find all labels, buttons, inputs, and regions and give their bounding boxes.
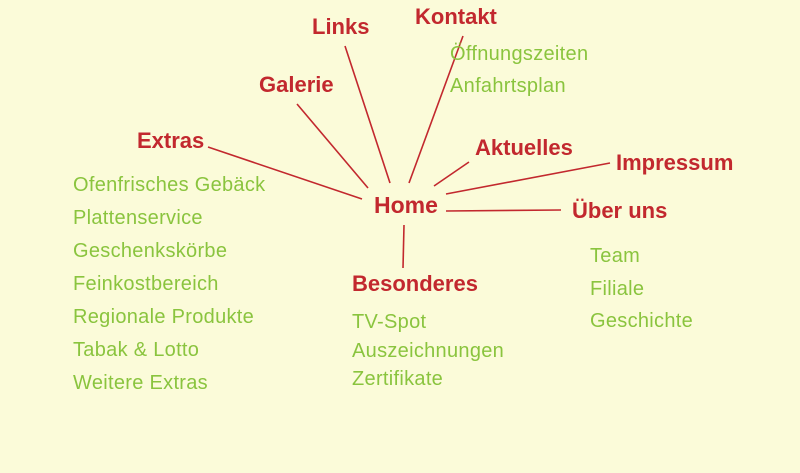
besonderes-sublist: TV-Spot Auszeichnungen Zertifikate (352, 308, 504, 394)
node-extras[interactable]: Extras (137, 128, 205, 153)
subpage-geschenkskoerbe[interactable]: Geschenkskörbe (73, 240, 228, 262)
node-home[interactable]: Home (374, 192, 438, 218)
subpage-auszeichnungen[interactable]: Auszeichnungen (352, 339, 505, 362)
subpage-anfahrtsplan[interactable]: Anfahrtsplan (450, 75, 566, 97)
subpage-oeffnungszeiten[interactable]: Öffnungszeiten (450, 43, 589, 65)
subpage-team[interactable]: Team (590, 245, 641, 267)
connector-home-galerie (296, 103, 369, 189)
node-ueber-uns[interactable]: Über uns (572, 198, 668, 223)
node-galerie[interactable]: Galerie (259, 72, 334, 97)
connector-home-aktuelles (433, 161, 470, 187)
extras-sublist: Ofenfrisches Gebäck Plattenservice Gesch… (73, 169, 265, 400)
subpage-regionale-produkte[interactable]: Regionale Produkte (73, 306, 255, 328)
ueber-uns-sublist: Team Filiale Geschichte (590, 240, 693, 338)
subpage-geschichte[interactable]: Geschichte (590, 310, 694, 332)
subpage-weitere-extras[interactable]: Weitere Extras (73, 372, 208, 394)
connector-home-kontakt (408, 35, 464, 184)
subpage-tabak-lotto[interactable]: Tabak & Lotto (73, 339, 200, 361)
subpage-filiale[interactable]: Filiale (590, 277, 645, 300)
node-kontakt[interactable]: Kontakt (415, 4, 497, 29)
node-impressum[interactable]: Impressum (616, 150, 734, 175)
node-links[interactable]: Links (312, 14, 370, 39)
subpage-ofenfrisches-gebaeck[interactable]: Ofenfrisches Gebäck (73, 174, 266, 196)
subpage-plattenservice[interactable]: Plattenservice (73, 207, 203, 229)
node-besonderes[interactable]: Besonderes (352, 271, 478, 296)
subpage-feinkostbereich[interactable]: Feinkostbereich (73, 273, 219, 295)
subpage-zertifikate[interactable]: Zertifikate (352, 368, 444, 390)
connector-home-besonderes (402, 224, 405, 269)
connector-home-extras (207, 146, 363, 200)
connector-home-impressum (445, 162, 611, 195)
connector-home-links (344, 45, 391, 184)
node-aktuelles[interactable]: Aktuelles (475, 135, 573, 160)
subpage-tv-spot[interactable]: TV-Spot (352, 311, 427, 333)
connector-home-ueber-uns (445, 209, 562, 212)
kontakt-sublist: Öffnungszeiten Anfahrtsplan (450, 38, 588, 102)
